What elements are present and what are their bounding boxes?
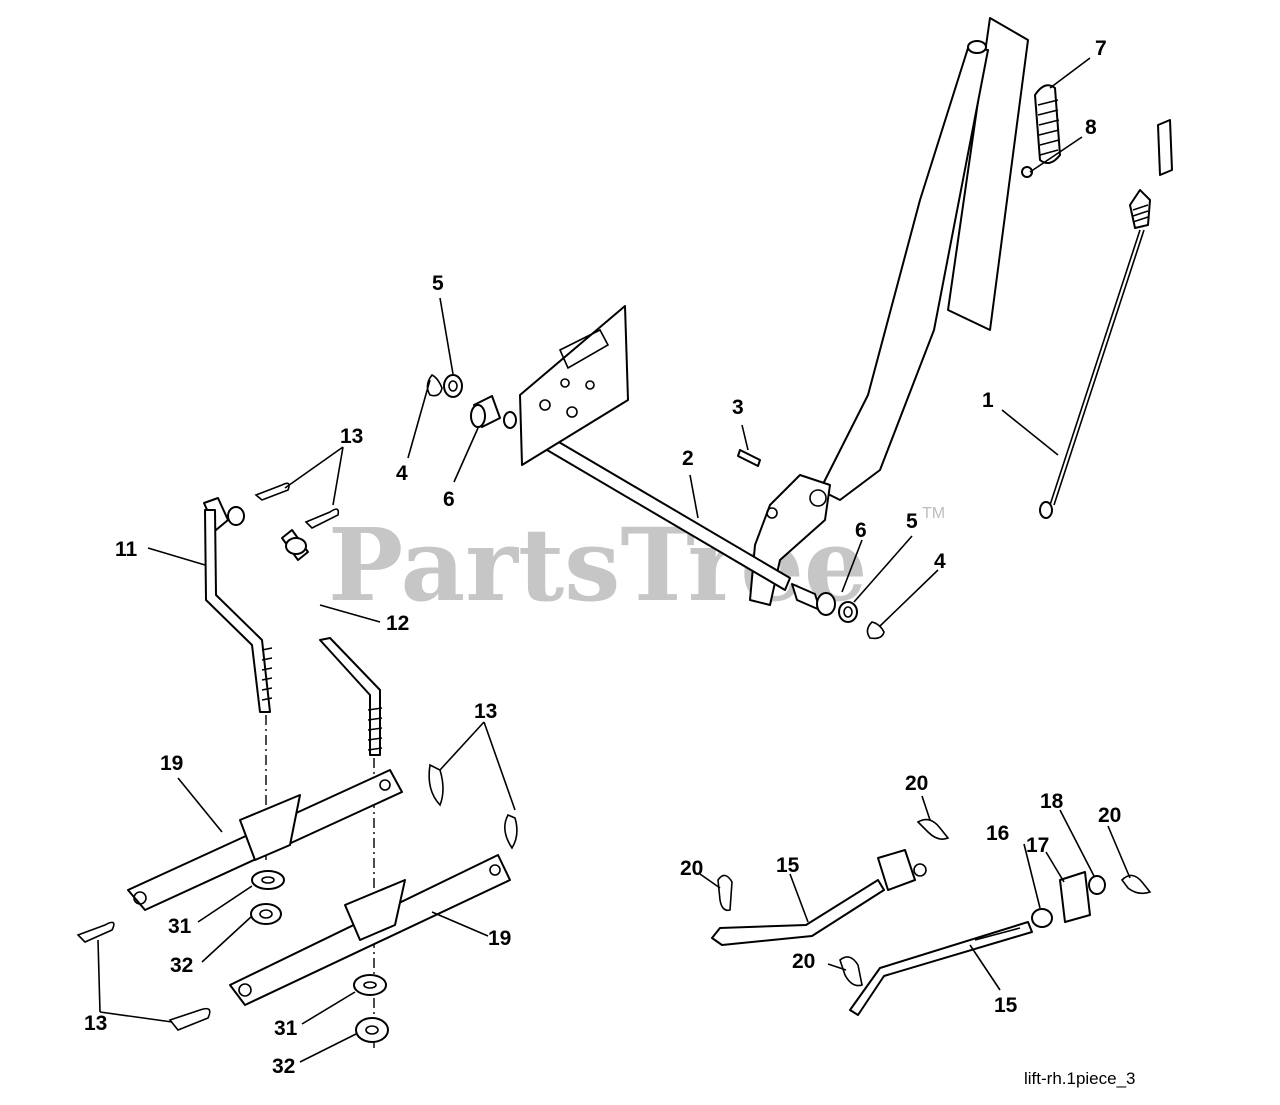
callout-19-lower: 19 [488, 927, 511, 950]
callout-31-lower: 31 [274, 1017, 298, 1040]
watermark-trademark: TM [922, 505, 945, 522]
callout-11: 11 [115, 538, 138, 561]
lift-rod-12[interactable] [281, 529, 383, 756]
lift-handle[interactable] [749, 17, 1029, 606]
spacer-8[interactable] [1021, 166, 1033, 178]
callout-13-lower: 13 [84, 1012, 107, 1035]
callout-1: 1 [982, 389, 994, 412]
clip-4-left[interactable] [426, 373, 443, 397]
callout-18: 18 [1040, 790, 1064, 813]
nut-16[interactable] [1031, 908, 1053, 928]
callout-20-c: 20 [792, 950, 815, 973]
callout-5-left: 5 [432, 272, 444, 295]
clip-13-mid-b[interactable] [504, 813, 518, 850]
bushing-6-left[interactable] [470, 395, 501, 428]
washer-5-right[interactable] [838, 601, 858, 623]
callout-19-upper: 19 [160, 752, 183, 775]
washer-32-upper[interactable] [250, 903, 282, 925]
lift-arm-19-upper[interactable] [127, 769, 403, 911]
lift-arm-19-lower[interactable] [229, 854, 511, 1006]
clip-13-mid-a[interactable] [428, 763, 444, 807]
handle-arm [819, 47, 989, 501]
clip-13-lower-a[interactable] [76, 921, 115, 943]
clip-13-top-b[interactable] [304, 508, 340, 529]
clip-13-top-a[interactable] [254, 482, 290, 501]
callout-32-lower: 32 [272, 1055, 295, 1078]
leader-lines [97, 57, 1131, 1063]
clip-20-c[interactable] [839, 956, 863, 987]
callout-7: 7 [1095, 37, 1107, 60]
washer-32-lower[interactable] [355, 1017, 389, 1043]
callout-6-left: 6 [443, 488, 455, 511]
diagram-caption: lift-rh.1piece_3 [1024, 1069, 1136, 1088]
spring-7[interactable] [1034, 84, 1061, 165]
rod-15-upper[interactable] [711, 849, 927, 946]
callout-4-left: 4 [396, 462, 408, 485]
callout-4-right: 4 [934, 550, 946, 573]
trunnion-17[interactable] [1059, 871, 1091, 923]
callout-2: 2 [682, 447, 694, 470]
bushing-6-right[interactable] [791, 583, 836, 616]
bushing-31-upper[interactable] [251, 870, 285, 890]
callout-6-right: 6 [855, 519, 867, 542]
clip-20-d[interactable] [1120, 874, 1152, 895]
callout-8: 8 [1085, 116, 1097, 139]
callout-5-right: 5 [906, 510, 918, 533]
mounting-plate[interactable] [519, 305, 629, 466]
clip-20-b[interactable] [717, 874, 733, 912]
callout-17: 17 [1026, 834, 1049, 857]
cable-1[interactable] [1039, 119, 1173, 519]
rod-15-lower[interactable] [849, 921, 1033, 1016]
callout-13-mid: 13 [474, 700, 497, 723]
callout-15-lower: 15 [994, 994, 1018, 1017]
clip-4-right[interactable] [866, 621, 885, 640]
washer-5-left[interactable] [443, 374, 463, 398]
callout-13-top: 13 [340, 425, 363, 448]
callout-20-a: 20 [905, 772, 928, 795]
callout-32-upper: 32 [170, 954, 193, 977]
bushing-31-lower[interactable] [353, 974, 387, 996]
callout-31-upper: 31 [168, 915, 192, 938]
callout-20-b: 20 [680, 857, 703, 880]
callout-15-upper: 15 [776, 854, 800, 877]
callout-3: 3 [732, 396, 744, 419]
shaft-end-fitting [503, 411, 517, 429]
callout-16: 16 [986, 822, 1009, 845]
callout-20-d: 20 [1098, 804, 1121, 827]
lift-rod-11[interactable] [203, 497, 273, 713]
bushing-18[interactable] [1088, 875, 1106, 895]
callout-12: 12 [386, 612, 409, 635]
pin-3[interactable] [737, 449, 761, 467]
clip-20-a[interactable] [916, 818, 950, 840]
clip-13-lower-b[interactable] [168, 1007, 211, 1031]
